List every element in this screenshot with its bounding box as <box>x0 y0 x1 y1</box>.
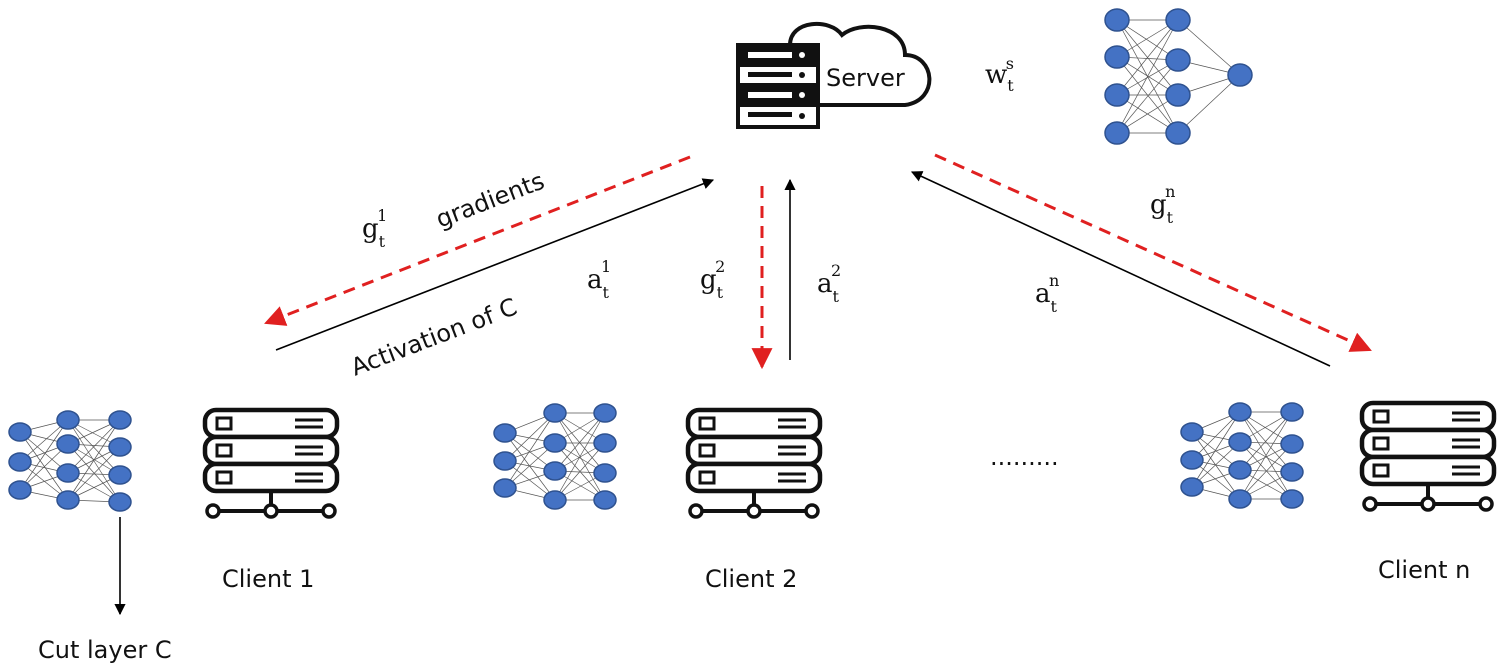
gradients-label: gradients <box>432 167 548 234</box>
gradient-arrow-client-n <box>934 153 1372 352</box>
server-label: Server <box>826 64 905 92</box>
label-gn: gtn <box>1150 182 1175 227</box>
activation-arrow-client-n <box>910 171 1331 367</box>
label-a2: at2 <box>817 261 841 306</box>
more-clients-ellipsis: ········· <box>990 450 1059 478</box>
server-cloud-icon <box>736 21 932 129</box>
client-2-neural-network-icon <box>493 403 617 510</box>
client-1-neural-network-icon <box>8 410 132 512</box>
server-weights-label: wts <box>985 54 1014 95</box>
activation-arrow-client-1 <box>275 178 715 351</box>
activation-label: Activation of C <box>347 293 521 382</box>
gradient-arrow-client-1 <box>264 155 691 326</box>
label-an: atn <box>1035 271 1059 316</box>
server-neural-network-icon <box>1104 8 1253 145</box>
client-n-neural-network-icon <box>1180 402 1304 509</box>
client-n-server-icon <box>1359 400 1497 512</box>
label-a1: at1 <box>587 257 611 302</box>
client-n-label: Client n <box>1378 556 1470 584</box>
label-g1: gt1 <box>362 206 387 251</box>
client-2-label: Client 2 <box>705 565 797 593</box>
client-1-server-icon <box>202 407 340 519</box>
label-g2: gt2 <box>700 257 725 302</box>
cut-layer-label: Cut layer C <box>38 636 172 664</box>
client-2-server-icon <box>685 407 823 519</box>
client-1-label: Client 1 <box>222 565 314 593</box>
